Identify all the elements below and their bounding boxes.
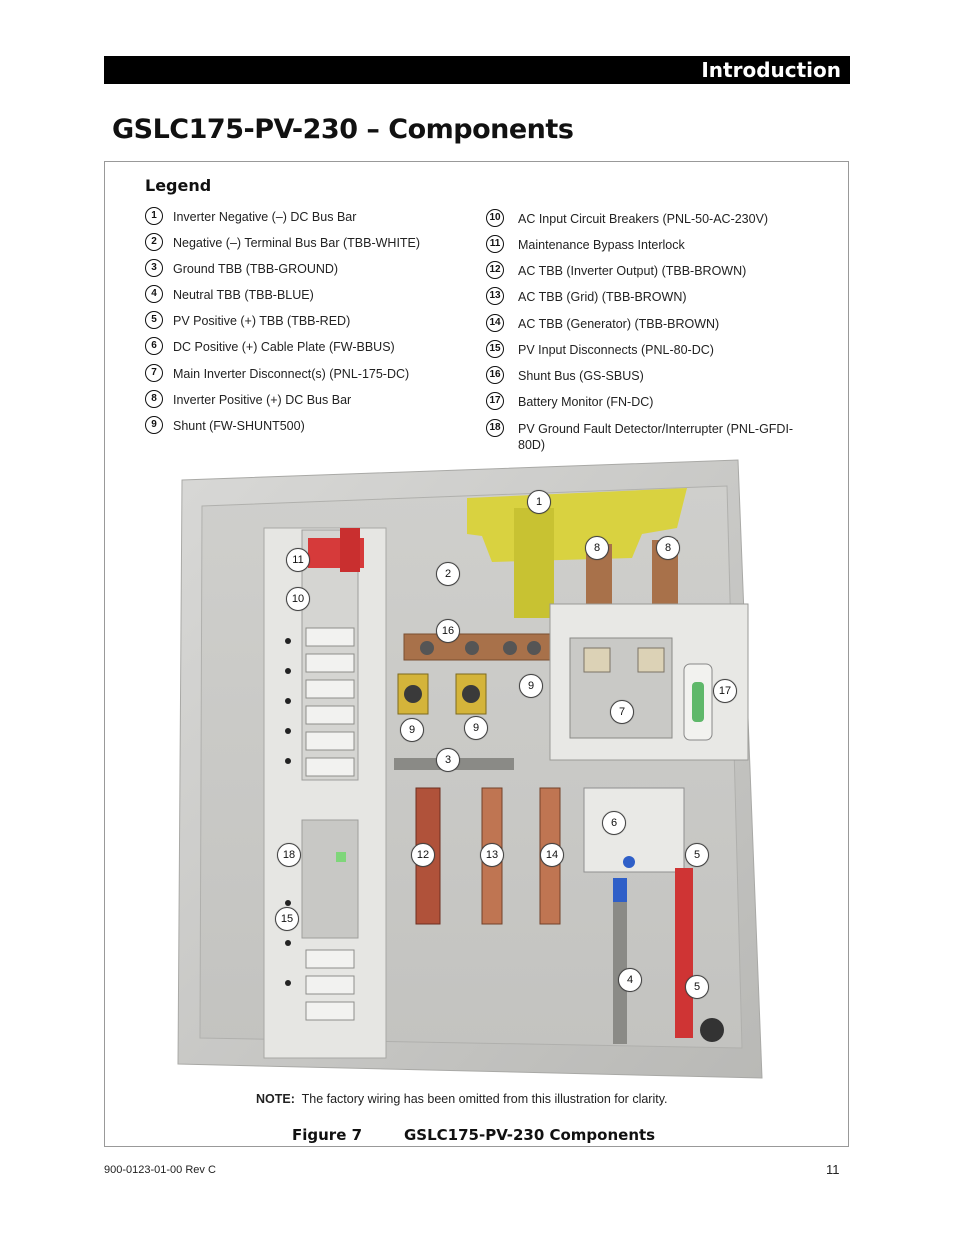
figure-note: NOTE: The factory wiring has been omitte… [256, 1092, 668, 1106]
callout-marker: 8 [585, 536, 609, 560]
legend-label: PV Ground Fault Detector/Interrupter (PN… [518, 422, 794, 452]
callout-marker: 14 [540, 843, 564, 867]
note-label: NOTE: [256, 1092, 295, 1106]
callout-marker: 12 [411, 843, 435, 867]
legend-label: PV Positive (+) TBB (TBB-RED) [173, 314, 351, 328]
legend-number: 5 [145, 311, 163, 329]
legend-label: Inverter Negative (–) DC Bus Bar [173, 210, 357, 224]
legend-label: PV Input Disconnects (PNL-80-DC) [518, 343, 714, 357]
callout-marker: 3 [436, 748, 460, 772]
legend-number: 1 [145, 207, 163, 225]
legend-number: 9 [145, 416, 163, 434]
callout-marker: 9 [464, 716, 488, 740]
callout-marker: 16 [436, 619, 460, 643]
callout-marker: 1 [527, 490, 551, 514]
callout-marker: 17 [713, 679, 737, 703]
legend-number: 16 [486, 366, 504, 384]
figure-caption-text: GSLC175-PV-230 Components [404, 1126, 656, 1144]
legend-number: 14 [486, 314, 504, 332]
enclosure-illustration [177, 459, 763, 1079]
callout-marker: 9 [400, 718, 424, 742]
legend-label: AC Input Circuit Breakers (PNL-50-AC-230… [518, 212, 769, 226]
legend-number: 4 [145, 285, 163, 303]
legend-label: DC Positive (+) Cable Plate (FW-BBUS) [173, 340, 395, 354]
legend-label: AC TBB (Inverter Output) (TBB-BROWN) [518, 264, 747, 278]
legend-label: Ground TBB (TBB-GROUND) [173, 262, 339, 276]
figure-frame [104, 161, 849, 1147]
note-text: The factory wiring has been omitted from… [301, 1092, 668, 1106]
legend-number: 6 [145, 337, 163, 355]
legend-label: Maintenance Bypass Interlock [518, 238, 685, 252]
callout-marker: 18 [277, 843, 301, 867]
callout-marker: 7 [610, 700, 634, 724]
legend-number: 12 [486, 261, 504, 279]
section-title: Introduction [701, 58, 841, 82]
callout-marker: 6 [602, 811, 626, 835]
callout-marker: 9 [519, 674, 543, 698]
legend-heading: Legend [145, 176, 212, 195]
legend-number: 8 [145, 390, 163, 408]
callout-marker: 13 [480, 843, 504, 867]
legend-number: 15 [486, 340, 504, 358]
callout-marker: 15 [275, 907, 299, 931]
legend-number: 13 [486, 287, 504, 305]
legend-number: 3 [145, 259, 163, 277]
footer-page-number: 11 [826, 1162, 840, 1177]
legend-label: AC TBB (Grid) (TBB-BROWN) [518, 290, 687, 304]
callout-marker: 5 [685, 975, 709, 999]
callout-marker: 11 [286, 548, 310, 572]
legend-number: 17 [486, 392, 504, 410]
legend-label: AC TBB (Generator) (TBB-BROWN) [518, 317, 720, 331]
section-header-bar: Introduction [104, 56, 850, 84]
legend-number: 18 [486, 419, 504, 437]
legend-label: Shunt Bus (GS-SBUS) [518, 369, 644, 383]
page-title: GSLC175-PV-230 – Components [112, 114, 574, 145]
figure-number: Figure 7 [292, 1126, 363, 1144]
footer-document-id: 900-0123-01-00 Rev C [104, 1164, 216, 1176]
legend-label: Inverter Positive (+) DC Bus Bar [173, 393, 352, 407]
legend-label: Negative (–) Terminal Bus Bar (TBB-WHITE… [173, 236, 421, 250]
legend-label: Main Inverter Disconnect(s) (PNL-175-DC) [173, 367, 410, 381]
callout-marker: 5 [685, 843, 709, 867]
legend-number: 2 [145, 233, 163, 251]
callout-marker: 2 [436, 562, 460, 586]
legend-label: Shunt (FW-SHUNT500) [173, 419, 305, 433]
legend-number: 11 [486, 235, 504, 253]
legend-label: Neutral TBB (TBB-BLUE) [173, 288, 314, 302]
callout-marker: 8 [656, 536, 680, 560]
callout-marker: 4 [618, 968, 642, 992]
legend-number: 7 [145, 364, 163, 382]
callout-marker: 10 [286, 587, 310, 611]
legend-number: 10 [486, 209, 504, 227]
legend-label: Battery Monitor (FN-DC) [518, 395, 654, 409]
figure-caption: Figure 7 GSLC175-PV-230 Components [292, 1126, 655, 1144]
